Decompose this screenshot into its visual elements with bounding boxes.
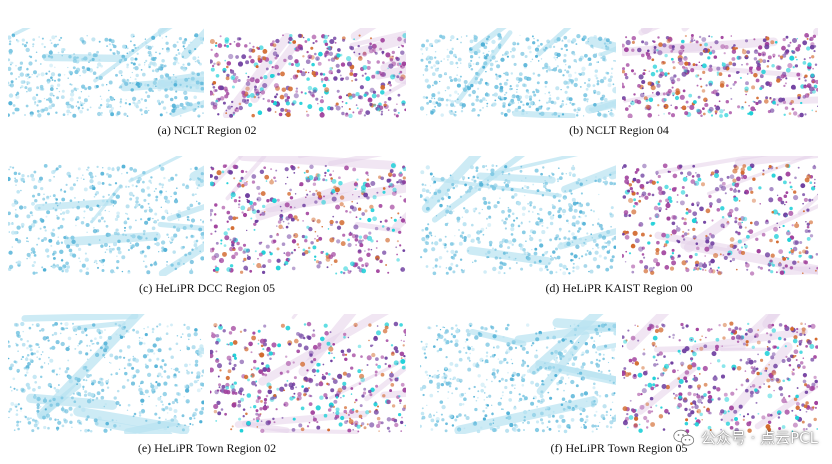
point-cloud-map-image	[8, 156, 204, 276]
point-cloud-segmented-image	[622, 28, 818, 118]
point-cloud-segmented-image	[622, 156, 818, 276]
point-cloud-segmented-image	[210, 314, 406, 434]
point-cloud-map-image	[420, 28, 616, 118]
panel-caption-a: (a) NCLT Region 02	[157, 123, 257, 137]
panel-e	[8, 314, 406, 434]
panel-f	[420, 314, 818, 434]
panel-c	[8, 156, 406, 276]
point-cloud-map-image	[8, 28, 204, 118]
point-cloud-segmented-image	[210, 156, 406, 275]
point-cloud-segmented-image	[622, 314, 818, 434]
point-cloud-map-image	[420, 156, 616, 276]
point-cloud-map-image	[420, 314, 616, 434]
panel-caption-b: (b) NCLT Region 04	[569, 123, 669, 137]
point-cloud-map-image	[8, 314, 204, 434]
point-cloud-segmented-image	[210, 28, 406, 118]
watermark-text: 公众号 · 点云PCL	[700, 429, 818, 447]
panel-caption-d: (d) HeLiPR KAIST Region 00	[545, 281, 693, 295]
wechat-icon	[673, 429, 694, 446]
panel-caption-e: (e) HeLiPR Town Region 02	[137, 441, 277, 455]
panel-d	[420, 156, 818, 276]
panel-caption-c: (c) HeLiPR DCC Region 05	[139, 281, 275, 295]
panel-b	[420, 28, 818, 118]
panel-caption-f: (f) HeLiPR Town Region 05	[550, 441, 688, 455]
watermark: 公众号 · 点云PCL	[673, 427, 818, 448]
panel-a	[8, 28, 406, 118]
